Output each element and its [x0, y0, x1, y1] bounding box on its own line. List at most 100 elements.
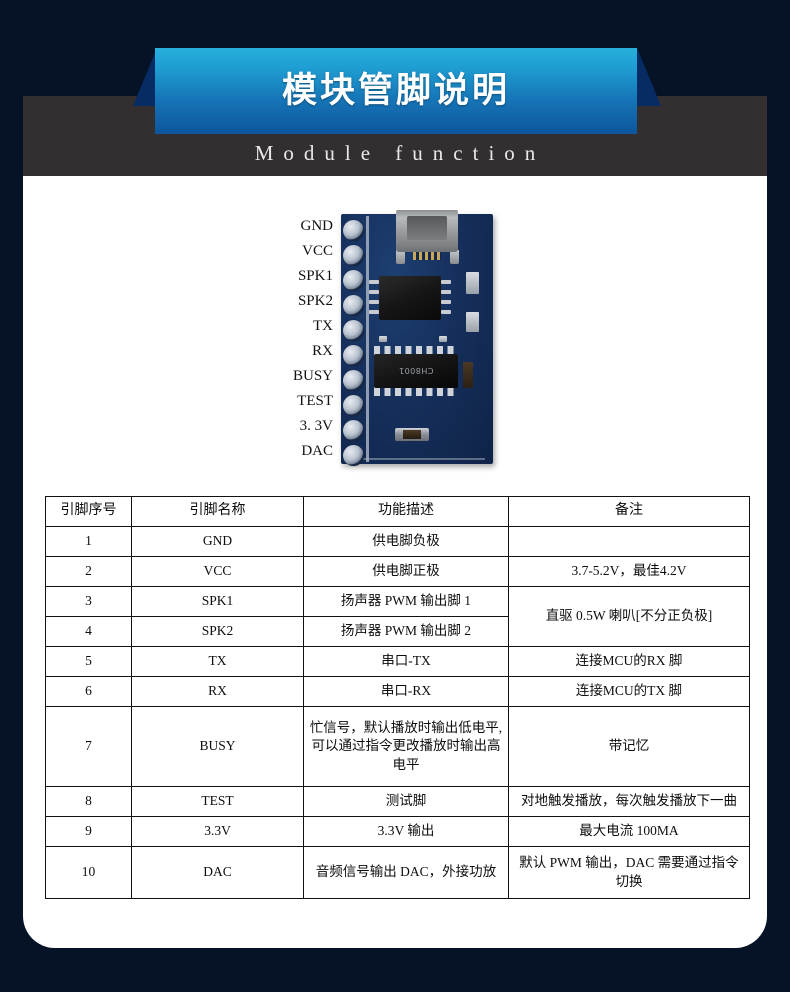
cell-function: 忙信号，默认播放时输出低电平,可以通过指令更改播放时输出高电平: [303, 706, 509, 787]
cell-note: 最大电流 100MA: [508, 816, 750, 847]
cell-pin-name: RX: [131, 676, 304, 707]
silkscreen-rail: [366, 216, 369, 462]
table-row: 7 BUSY 忙信号，默认播放时输出低电平,可以通过指令更改播放时输出高电平 带…: [45, 706, 750, 787]
micro-usb-connector: [396, 210, 458, 252]
table-row: 8 TEST 测试脚 对地触发播放，每次触发播放下一曲: [45, 786, 750, 817]
usb-mount-leg: [396, 250, 405, 264]
pin-label: BUSY: [292, 368, 333, 384]
pcb-board: CH8001: [341, 210, 493, 466]
table-header-row: 引脚序号 引脚名称 功能描述 备注: [45, 496, 750, 527]
table-row: 2 VCC 供电脚正极 3.7-5.2V，最佳4.2V: [45, 556, 750, 587]
cell-note: 默认 PWM 输出，DAC 需要通过指令切换: [508, 846, 750, 899]
smd-resistor: [466, 312, 479, 332]
solder-pad: [343, 420, 364, 441]
content-card: GND VCC SPK1 SPK2 TX RX BUSY TEST 3. 3V …: [23, 176, 767, 948]
board-photo: GND VCC SPK1 SPK2 TX RX BUSY TEST 3. 3V …: [23, 176, 767, 496]
solder-pad: [343, 395, 364, 416]
pin-label: TEST: [297, 393, 333, 409]
cell-pin-no: 8: [45, 786, 132, 817]
cell-note: [508, 526, 750, 557]
solder-pad: [343, 345, 364, 366]
cell-pin-name: SPK2: [131, 616, 304, 647]
cell-pin-name: TEST: [131, 786, 304, 817]
page-subtitle: Module function: [254, 140, 546, 165]
cell-pin-no: 6: [45, 676, 132, 707]
table-row: 5 TX 串口-TX 连接MCU的RX 脚: [45, 646, 750, 677]
cell-pin-no: 9: [45, 816, 132, 847]
cell-note-merged: 直驱 0.5W 喇叭[不分正负极]: [508, 586, 750, 647]
solder-pad: [343, 370, 364, 391]
cell-note: 带记忆: [508, 706, 750, 787]
cell-function: 供电脚负极: [303, 526, 509, 557]
cell-function: 扬声器 PWM 输出脚 2: [303, 616, 509, 647]
pin-label: VCC: [302, 243, 333, 259]
smd-resistor: [466, 272, 479, 294]
silkscreen-rail-bottom: [345, 458, 485, 460]
ic-pin-row-top: [374, 346, 458, 355]
pin-table-wrapper: 引脚序号 引脚名称 功能描述 备注 1 GND 供电脚负极 2: [23, 496, 767, 899]
pin-label: GND: [300, 218, 334, 234]
cell-function: 供电脚正极: [303, 556, 509, 587]
pin-label: RX: [312, 343, 333, 359]
solder-pad: [343, 245, 364, 266]
smd-part: [439, 336, 447, 342]
crystal-resonator: [395, 428, 429, 441]
cell-pin-no: 7: [45, 706, 132, 787]
cell-function: 串口-TX: [303, 646, 509, 677]
cell-pin-name: 3.3V: [131, 816, 304, 847]
cell-function: 测试脚: [303, 786, 509, 817]
cell-note: 连接MCU的TX 脚: [508, 676, 750, 707]
pin-label: SPK1: [297, 268, 333, 284]
cell-pin-name: DAC: [131, 846, 304, 899]
cell-pin-no: 3: [45, 586, 132, 617]
ic-pin-row-bottom: [374, 387, 458, 396]
solder-pad: [343, 270, 364, 291]
page-title: 模块管脚说明: [281, 70, 510, 111]
main-ic-chip: CH8001: [374, 354, 458, 388]
solder-pad: [343, 320, 364, 341]
cell-pin-name: TX: [131, 646, 304, 677]
cell-function: 音频信号输出 DAC，外接功放: [303, 846, 509, 899]
cell-pin-name: BUSY: [131, 706, 304, 787]
pad-column: [343, 220, 364, 470]
smd-capacitor: [463, 362, 473, 388]
col-header-function: 功能描述: [303, 496, 509, 527]
banner-wing-left: [133, 48, 157, 106]
cell-pin-name: VCC: [131, 556, 304, 587]
solder-pad: [343, 220, 364, 241]
pin-label: 3. 3V: [299, 418, 333, 434]
cell-pin-name: SPK1: [131, 586, 304, 617]
cell-note: 连接MCU的RX 脚: [508, 646, 750, 677]
cell-pin-name: GND: [131, 526, 304, 557]
usb-mount-leg: [450, 250, 459, 264]
table-row: 6 RX 串口-RX 连接MCU的TX 脚: [45, 676, 750, 707]
col-header-note: 备注: [508, 496, 750, 527]
cell-function: 串口-RX: [303, 676, 509, 707]
usb-pin-strip: [413, 252, 441, 260]
table-row: 10 DAC 音频信号输出 DAC，外接功放 默认 PWM 输出，DAC 需要通…: [45, 846, 750, 899]
banner-wing-right: [637, 48, 661, 106]
pin-label-column: GND VCC SPK1 SPK2 TX RX BUSY TEST 3. 3V …: [253, 214, 333, 464]
pin-label: SPK2: [297, 293, 333, 309]
smd-part: [379, 336, 387, 342]
solder-pad: [343, 295, 364, 316]
pin-description-table: 引脚序号 引脚名称 功能描述 备注 1 GND 供电脚负极 2: [45, 496, 750, 899]
cell-note: 对地触发播放，每次触发播放下一曲: [508, 786, 750, 817]
col-header-pin-name: 引脚名称: [131, 496, 304, 527]
table-row: 3 SPK1 扬声器 PWM 输出脚 1 直驱 0.5W 喇叭[不分正负极]: [45, 586, 750, 647]
col-header-pin-no: 引脚序号: [45, 496, 132, 527]
cell-note: 3.7-5.2V，最佳4.2V: [508, 556, 750, 587]
cell-function: 扬声器 PWM 输出脚 1: [303, 586, 509, 617]
title-banner: 模块管脚说明: [155, 48, 637, 134]
cell-pin-no: 1: [45, 526, 132, 557]
cell-function: 3.3V 输出: [303, 816, 509, 847]
cell-pin-no: 4: [45, 616, 132, 647]
flash-chip: [379, 276, 441, 320]
pin-label: TX: [313, 318, 333, 334]
ic-marking-text: CH8001: [398, 366, 434, 376]
cell-pin-no: 2: [45, 556, 132, 587]
table-row: 9 3.3V 3.3V 输出 最大电流 100MA: [45, 816, 750, 847]
pin-label: DAC: [301, 443, 333, 459]
table-row: 1 GND 供电脚负极: [45, 526, 750, 557]
